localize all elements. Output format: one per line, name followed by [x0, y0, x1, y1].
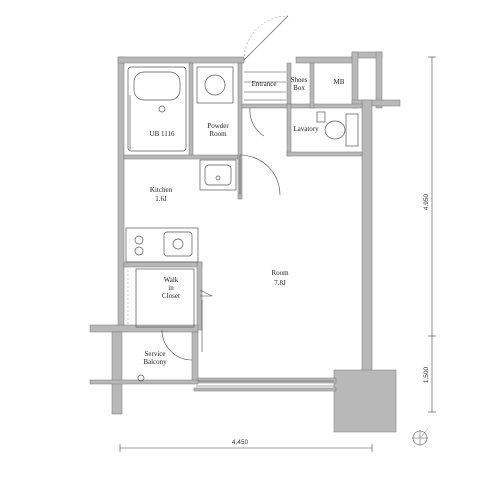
north-arrow-icon: [412, 426, 430, 446]
entrance-floor: [244, 71, 286, 101]
kitchen-counter: [125, 227, 199, 263]
width-dimension: 4,450: [232, 439, 249, 446]
mb-label: MB: [334, 78, 345, 86]
walls: [89, 51, 401, 433]
shoes-box-label-line2: Box: [293, 84, 305, 92]
balcony-railing: [89, 374, 199, 385]
window: [161, 289, 334, 387]
powder-label-line2: Room: [209, 130, 227, 138]
bathtub: [127, 66, 187, 152]
closet-shelf: [127, 268, 195, 328]
powder-fixtures: [196, 66, 237, 191]
kitchen-label-line2: 1.6J: [155, 195, 167, 203]
toilet: [316, 111, 359, 147]
balcony-label-line1: Service: [145, 350, 166, 358]
height-lower-dimension: 1,500: [423, 366, 430, 383]
room-label-line2: 7.8J: [274, 279, 286, 287]
lavatory-label: Lavatory: [293, 125, 319, 133]
height-upper-dimension: 4,950: [423, 193, 430, 210]
entrance-door: [239, 15, 289, 196]
entrance-label: Entrance: [252, 80, 277, 88]
closet-label-line3: Closet: [162, 292, 180, 300]
shoes-box-label-line1: Shoes: [291, 76, 308, 84]
balcony-label-line2: Balcony: [143, 358, 167, 366]
room-labels: Entrance Shoes Box MB UB 1116 Powder Roo…: [143, 76, 344, 366]
dimension-lines: 4,450 4,950 1,500: [119, 56, 436, 452]
closet-label-line1: Walk: [164, 276, 179, 284]
closet-label-line2: in: [168, 284, 174, 292]
kitchen-label-line1: Kitchen: [150, 186, 173, 194]
ub-label: UB 1116: [150, 130, 175, 138]
room-label-line1: Room: [271, 269, 289, 277]
powder-label-line1: Powder: [207, 122, 229, 130]
